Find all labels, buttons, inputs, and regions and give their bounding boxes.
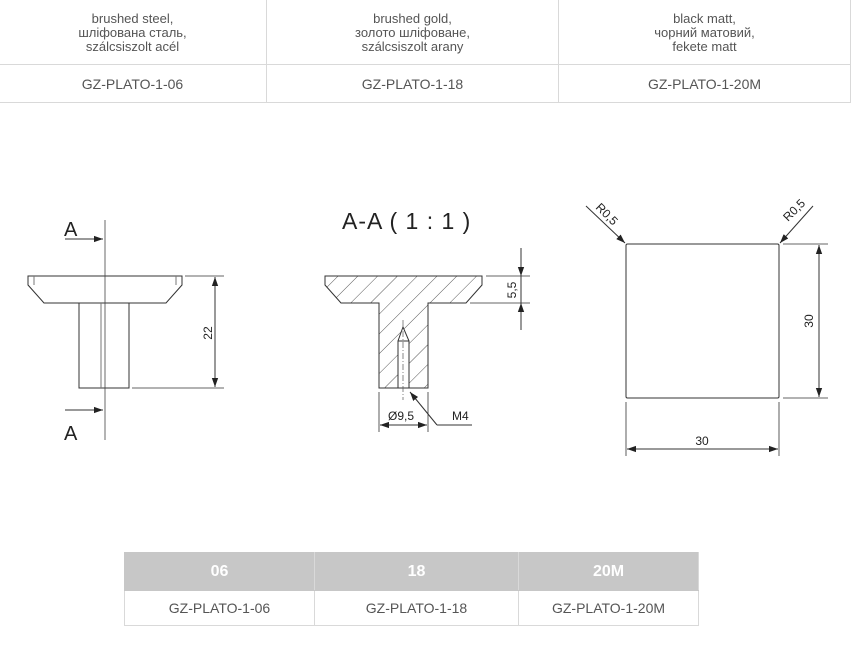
finish-cell-gold: brushed gold, золото шліфоване, szálcsis… bbox=[266, 0, 559, 65]
section-title: A-A ( 1 : 1 ) bbox=[342, 208, 471, 234]
finish-line: чорний матовий, bbox=[654, 25, 755, 40]
column-header: 18 bbox=[314, 552, 519, 591]
finish-cell-black: black matt, чорний матовий, fekete matt bbox=[558, 0, 851, 65]
column-header: 20M bbox=[518, 552, 699, 591]
code-row: GZ-PLATO-1-06 GZ-PLATO-1-18 GZ-PLATO-1-2… bbox=[0, 64, 851, 103]
product-code: GZ-PLATO-1-20M bbox=[558, 64, 851, 103]
dim-diameter: Ø9,5 bbox=[388, 409, 414, 423]
finish-line: black matt, bbox=[673, 11, 736, 26]
product-code: GZ-PLATO-1-18 bbox=[266, 64, 559, 103]
finish-line: brushed steel, bbox=[91, 11, 174, 26]
finish-line: fekete matt bbox=[672, 39, 737, 54]
thread-hole bbox=[397, 325, 410, 389]
dim-flange: 5,5 bbox=[505, 281, 519, 298]
finish-line: szálcsiszolt acél bbox=[85, 39, 180, 54]
section-view bbox=[324, 248, 530, 432]
radius-right: R0,5 bbox=[780, 196, 808, 224]
product-code: GZ-PLATO-1-20M bbox=[518, 590, 699, 626]
finish-row: brushed steel, шліфована сталь, szálcsis… bbox=[0, 0, 851, 65]
side-view bbox=[27, 220, 224, 440]
dim-height-side: 22 bbox=[201, 326, 215, 340]
section-mark-top: A bbox=[64, 219, 78, 241]
column-header: 06 bbox=[124, 552, 315, 591]
top-view bbox=[585, 205, 828, 456]
product-code: GZ-PLATO-1-18 bbox=[314, 590, 519, 626]
dim-width: 30 bbox=[695, 434, 709, 448]
product-code: GZ-PLATO-1-06 bbox=[0, 64, 267, 103]
knob-stem bbox=[78, 302, 130, 389]
finish-table: brushed steel, шліфована сталь, szálcsis… bbox=[0, 0, 851, 103]
dim-thread: M4 bbox=[452, 409, 469, 423]
finish-line: brushed gold, bbox=[373, 11, 452, 26]
code-row: GZ-PLATO-1-06 GZ-PLATO-1-18 GZ-PLATO-1-2… bbox=[124, 590, 699, 626]
finish-line: шліфована сталь, bbox=[78, 25, 187, 40]
section-mark-bottom: A bbox=[64, 423, 78, 445]
header-row: 06 18 20M bbox=[124, 552, 699, 591]
dim-height-top: 30 bbox=[802, 314, 816, 328]
finish-line: szálcsiszolt arany bbox=[361, 39, 464, 54]
product-code: GZ-PLATO-1-06 bbox=[124, 590, 315, 626]
code-table: 06 18 20M GZ-PLATO-1-06 GZ-PLATO-1-18 GZ… bbox=[124, 552, 699, 626]
knob-top-square bbox=[625, 243, 780, 399]
finish-cell-steel: brushed steel, шліфована сталь, szálcsis… bbox=[0, 0, 267, 65]
knob-side-outline bbox=[27, 275, 183, 304]
finish-line: золото шліфоване, bbox=[355, 25, 470, 40]
radius-left: R0,5 bbox=[593, 200, 621, 228]
